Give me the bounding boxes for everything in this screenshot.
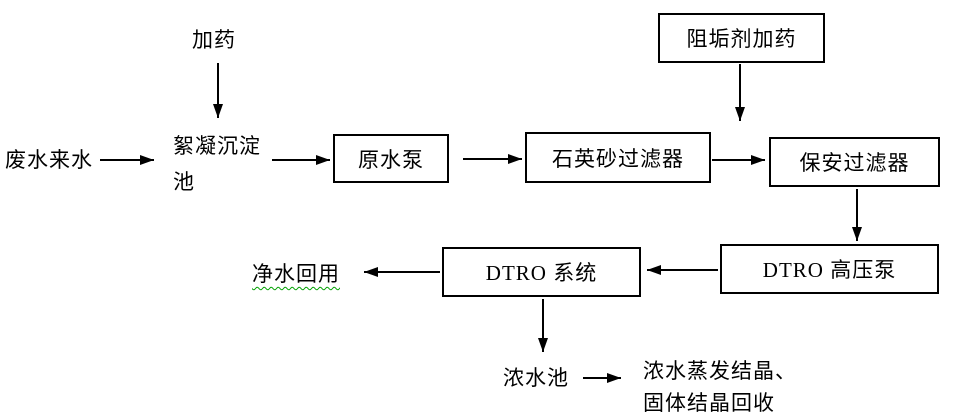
node-antiscalant-dosing-box: 阻垢剂加药 [658,13,825,63]
node-dosing-label: 加药 [192,28,236,52]
node-flocculation-tank-label: 絮凝沉淀池 [173,134,261,194]
node-dtro-system-box: DTRO 系统 [442,247,641,297]
clean-water-reuse-label: 净水回用 [252,262,340,286]
node-security-filter-box: 保安过滤器 [769,137,940,187]
node-influent-label: 废水来水 [5,148,93,172]
node-concentrate-outcome: 浓水蒸发结晶、 固体结晶回收 [643,355,797,417]
node-quartz-sand-filter-box: 石英砂过滤器 [525,132,711,183]
node-dtro-high-pressure-pump-box: DTRO 高压泵 [720,244,939,294]
concentrate-outcome-line1: 浓水蒸发结晶、 [643,359,797,383]
node-concentrate-tank-label: 浓水池 [503,366,569,390]
node-raw-water-pump-box: 原水泵 [333,134,449,183]
concentrate-outcome-line2: 固体结晶回收 [643,391,775,415]
